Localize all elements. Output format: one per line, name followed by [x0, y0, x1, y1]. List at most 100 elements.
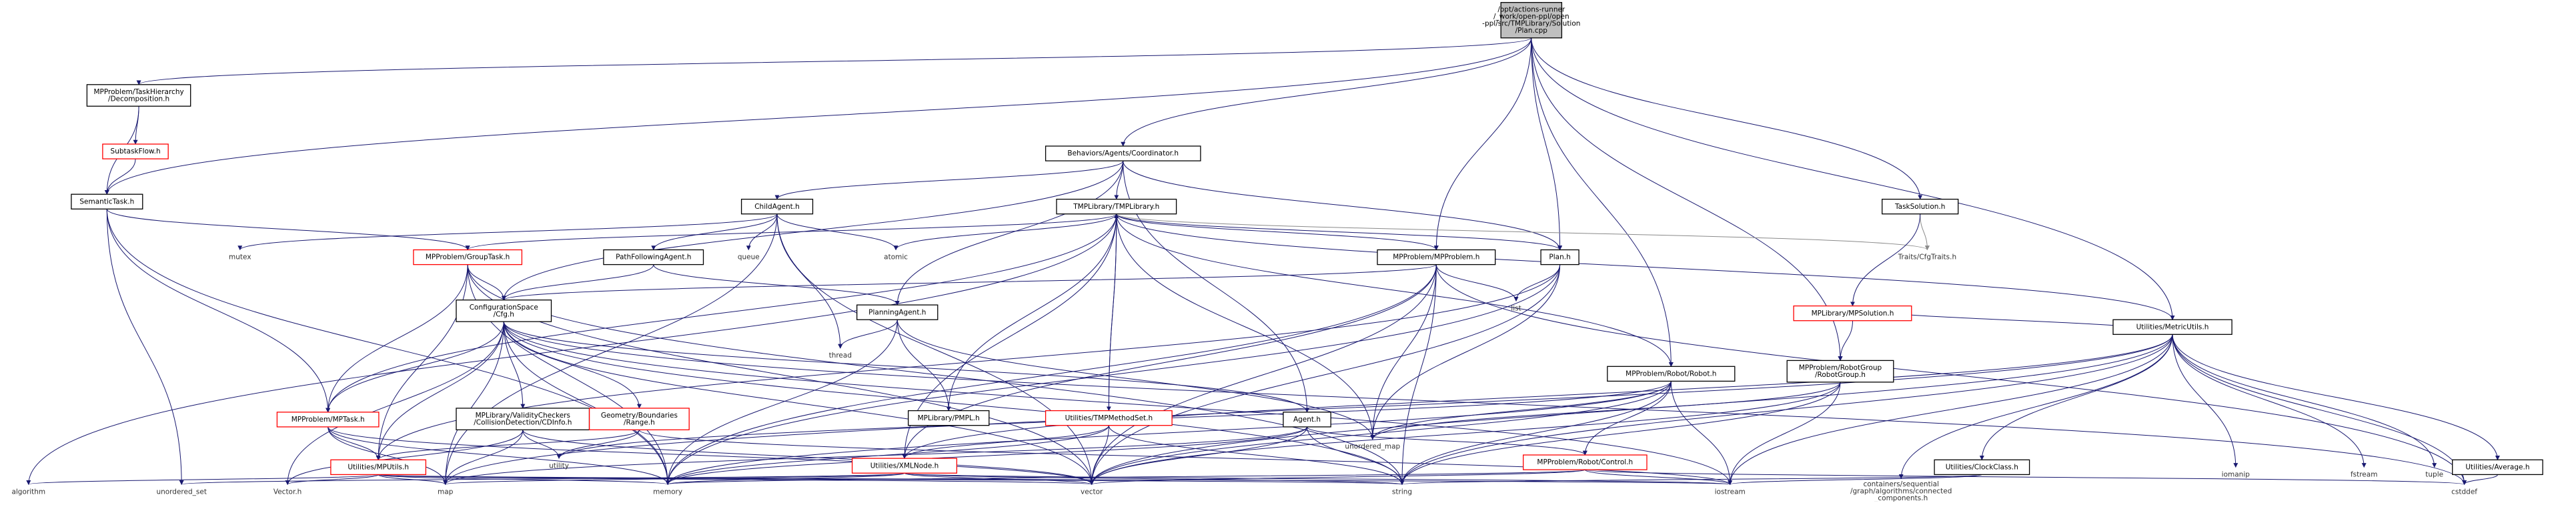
- edge-configspace-to-string: [503, 322, 1405, 485]
- node-label-vectorh-0: Vector.h: [273, 488, 302, 496]
- edge-tmplibrary-to-pmpl: [946, 213, 1117, 412]
- node-box-agent: [1283, 412, 1331, 428]
- node-box-robot: [1607, 366, 1736, 382]
- edge-robotgroup-to-vector: [1089, 382, 1841, 485]
- node-taskhier[interactable]: MPProblem/TaskHierarchy/Decomposition.h: [86, 84, 191, 107]
- edge-plan-to-mputils: [376, 264, 1561, 460]
- edge-tmplibrary-to-plan: [1116, 213, 1562, 251]
- node-coordinator[interactable]: Behaviors/Agents/Coordinator.h: [1045, 145, 1201, 161]
- node-root[interactable]: /opt/actions-runner/_work/open-ppl/open-…: [1482, 2, 1580, 39]
- node-subtaskflow[interactable]: SubtaskFlow.h: [102, 143, 169, 159]
- node-label-plan-0: Plan.h: [1549, 254, 1570, 262]
- node-box-subtaskflow: [102, 143, 169, 159]
- edge-agent-to-vector: [1089, 426, 1307, 485]
- node-label-unordered_set-0: unordered_set: [156, 488, 207, 496]
- node-label-iostream-0: iostream: [1715, 488, 1746, 496]
- edge-xmlnode-to-map: [443, 472, 905, 485]
- node-fstream: fstream: [2351, 471, 2378, 479]
- node-semantictask[interactable]: SemanticTask.h: [71, 193, 143, 209]
- node-control[interactable]: MPProblem/Robot/Control.h: [1523, 454, 1648, 470]
- node-box-pmpl: [908, 410, 990, 426]
- edge-control-to-cstddef: [1584, 469, 2467, 485]
- node-box-coordinator: [1045, 145, 1201, 161]
- edge-childagent-to-atomic: [776, 213, 898, 251]
- node-label-tmplibrary-0: TMPLibrary/TMPLibrary.h: [1073, 203, 1159, 211]
- node-label-pathfollowing-0: PathFollowingAgent.h: [616, 254, 691, 262]
- node-label-root-3: /Plan.cpp: [1515, 27, 1548, 35]
- node-grouptask[interactable]: MPProblem/GroupTask.h: [413, 249, 523, 266]
- node-label-robot-0: MPProblem/Robot/Robot.h: [1626, 370, 1716, 378]
- node-mpproblem[interactable]: MPProblem/MPProblem.h: [1377, 249, 1496, 266]
- node-childagent[interactable]: ChildAgent.h: [740, 198, 814, 215]
- edge-metricutils-to-cstddef: [2172, 334, 2467, 485]
- node-robot[interactable]: MPProblem/Robot/Robot.h: [1607, 366, 1736, 382]
- node-label-memory-0: memory: [653, 488, 682, 496]
- node-label-root-1: /_work/open-ppl/open: [1493, 13, 1569, 21]
- node-unordered_set: unordered_set: [156, 488, 207, 496]
- edge-tmplibrary-to-unordered_map: [1116, 213, 1375, 440]
- node-pmpl[interactable]: MPLibrary/PMPL.h: [908, 410, 990, 426]
- node-tmplibrary[interactable]: TMPLibrary/TMPLibrary.h: [1056, 198, 1177, 215]
- edge-semantictask-to-memory: [106, 209, 670, 485]
- edge-metricutils-to-fstream: [2172, 334, 2367, 468]
- node-label-validity-1: /CollisionDetection/CDInfo.h: [474, 419, 572, 427]
- edge-metricutils-to-clockclass: [1979, 334, 2173, 460]
- node-clockclass[interactable]: Utilities/ClockClass.h: [1934, 459, 2030, 476]
- node-planningagent[interactable]: PlanningAgent.h: [856, 304, 938, 320]
- node-tmpmethodset[interactable]: Utilities/TMPMethodSet.h: [1045, 410, 1173, 426]
- node-metricutils[interactable]: Utilities/MetricUtils.h: [2112, 319, 2232, 335]
- node-validity[interactable]: MPLibrary/ValidityCheckers/CollisionDete…: [456, 408, 590, 430]
- edge-xmlnode-to-string: [904, 472, 1404, 485]
- node-box-clockclass: [1934, 459, 2030, 476]
- node-xmlnode[interactable]: Utilities/XMLNode.h: [851, 458, 958, 474]
- node-range[interactable]: Geometry/Boundaries/Range.h: [588, 408, 690, 430]
- node-mputils[interactable]: Utilities/MPUtils.h: [330, 459, 427, 476]
- node-mptask[interactable]: MPProblem/MPTask.h: [276, 412, 380, 428]
- node-box-mpproblem: [1377, 249, 1496, 266]
- node-label-unordered_map-0: unordered_map: [1345, 443, 1400, 451]
- node-tasksolution[interactable]: TaskSolution.h: [1882, 198, 1959, 215]
- node-label-cstddef-0: cstddef: [2451, 488, 2477, 496]
- edge-childagent-to-queue: [746, 213, 778, 251]
- edge-agent-to-map: [443, 426, 1307, 485]
- edge-robotgroup-to-unordered_map: [1370, 382, 1841, 440]
- edge-tmplibrary-to-grouptask: [465, 213, 1117, 251]
- node-label-semantictask-0: SemanticTask.h: [79, 197, 134, 205]
- node-label-utility-0: utility: [549, 462, 569, 470]
- node-plan[interactable]: Plan.h: [1540, 249, 1579, 266]
- node-box-taskhier: [86, 84, 191, 107]
- edge-tmplibrary-to-mptask: [326, 213, 1117, 413]
- node-string: string: [1392, 488, 1412, 496]
- edge-mputils-to-vectorh: [285, 474, 379, 485]
- node-mpsolution[interactable]: MPLibrary/MPSolution.h: [1793, 305, 1912, 322]
- node-box-tmpmethodset: [1045, 410, 1173, 426]
- edge-configspace-to-vectorh: [285, 322, 504, 485]
- node-label-average-0: Utilities/Average.h: [2465, 464, 2529, 472]
- node-layer: /opt/actions-runner/_work/open-ppl/open-…: [11, 2, 2543, 502]
- node-pathfollowing[interactable]: PathFollowingAgent.h: [603, 249, 704, 266]
- edge-mputils-to-vector: [378, 474, 1094, 485]
- edge-xmlnode-to-vector: [904, 472, 1094, 485]
- node-configspace[interactable]: ConfigurationSpace/Cfg.h: [456, 300, 552, 322]
- node-label-mptask-0: MPProblem/MPTask.h: [291, 416, 365, 424]
- edge-metricutils-to-average: [2172, 334, 2500, 460]
- edge-pathfollowing-to-planningagent: [653, 264, 900, 306]
- edge-mpproblem-to-unordered_map: [1370, 264, 1437, 440]
- node-agent[interactable]: Agent.h: [1283, 412, 1331, 428]
- edge-robot-to-control: [1582, 381, 1672, 456]
- edge-range-to-utility: [556, 430, 640, 459]
- edge-mputils-to-algorithm: [26, 474, 379, 485]
- node-cstddef: cstddef: [2451, 488, 2477, 496]
- node-average[interactable]: Utilities/Average.h: [2452, 459, 2543, 476]
- edge-configspace-to-memory: [503, 322, 670, 485]
- node-label-range-0: Geometry/Boundaries: [601, 412, 678, 420]
- edge-robotgroup-to-iostream: [1728, 382, 1841, 485]
- edge-configspace-to-cstddef: [503, 322, 2467, 485]
- edge-plan-to-vector: [1089, 264, 1561, 485]
- node-iostream: iostream: [1715, 488, 1746, 496]
- edge-configspace-to-map: [443, 322, 504, 485]
- node-box-childagent: [740, 198, 814, 215]
- node-robotgroup[interactable]: MPProblem/RobotGroup/RobotGroup.h: [1786, 360, 1894, 383]
- edge-planningagent-to-unordered_map: [896, 320, 1375, 440]
